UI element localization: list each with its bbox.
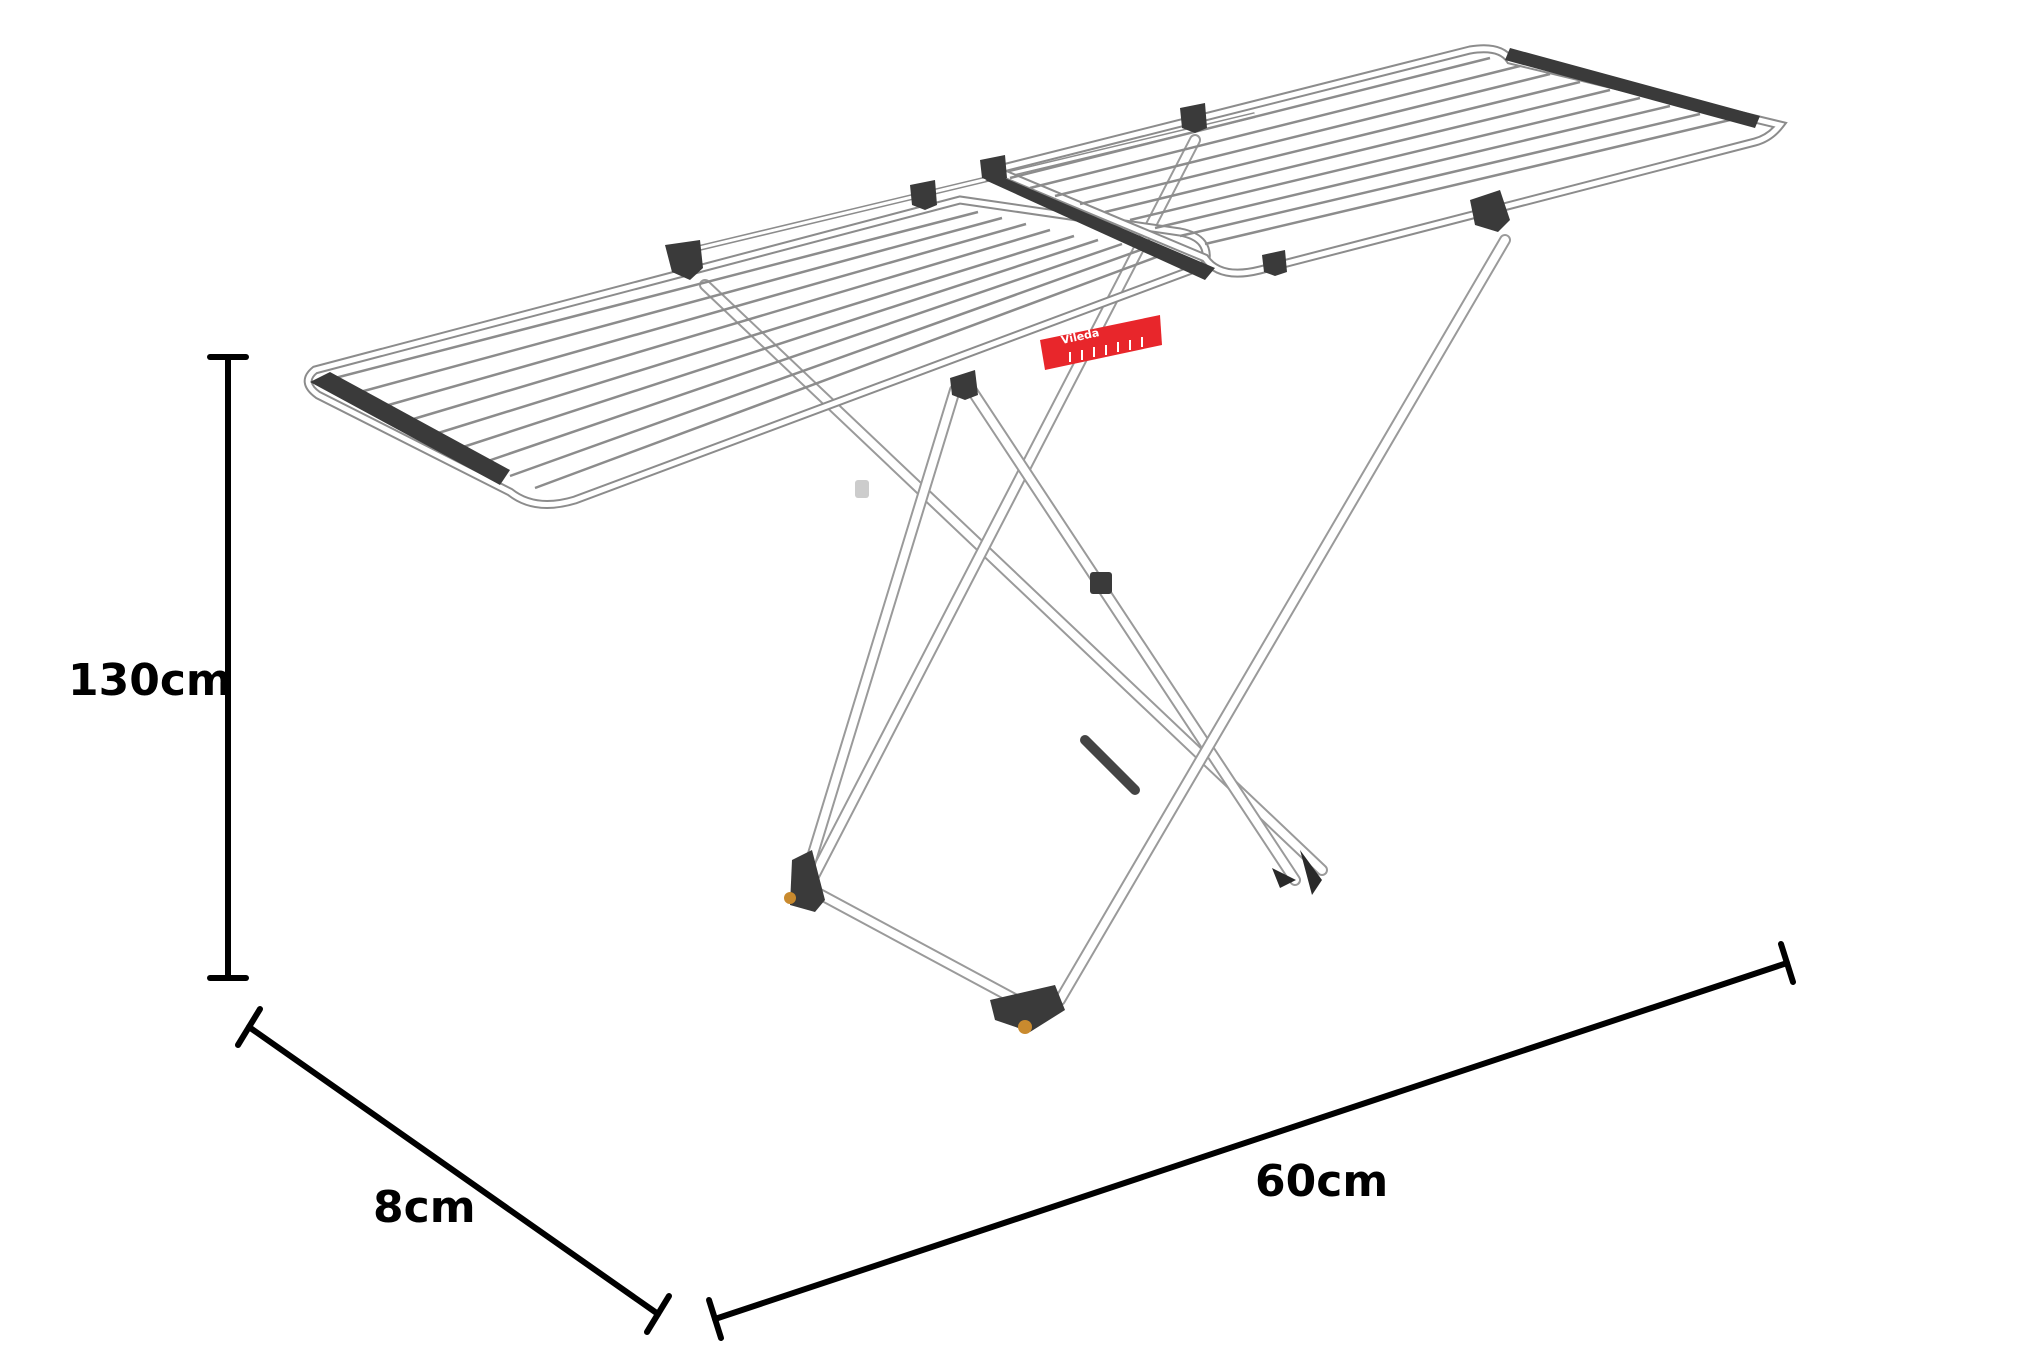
right-foot [1300,850,1322,895]
height-dimension-line [207,354,249,981]
center-divider-bar [985,176,1215,280]
left-wing-wires [334,210,1171,490]
left-wing [303,112,1256,509]
length-label: 60cm [1255,1156,1388,1207]
drying-rack: Vileda [303,44,1788,1034]
right-wing-wires [1009,56,1731,246]
rack-feet [784,850,1322,1034]
depth-dimension-line [235,1006,672,1335]
length-dimension-line [706,941,1796,1341]
left-wing-clamps [665,180,978,400]
right-wing-clamps [980,103,1510,276]
leg-hinges [855,480,1112,594]
left-foot [790,850,825,912]
right-wing [980,44,1788,280]
inner-foot [1272,868,1296,888]
right-end-cap [1505,48,1760,128]
brand-clip: Vileda [1040,315,1162,370]
dimension-lines [207,354,1796,1341]
height-label: 130cm [68,655,232,706]
left-end-cap [310,372,510,485]
front-foot [990,985,1065,1032]
rack-legs [699,134,1511,1016]
depth-label: 8cm [373,1182,476,1233]
